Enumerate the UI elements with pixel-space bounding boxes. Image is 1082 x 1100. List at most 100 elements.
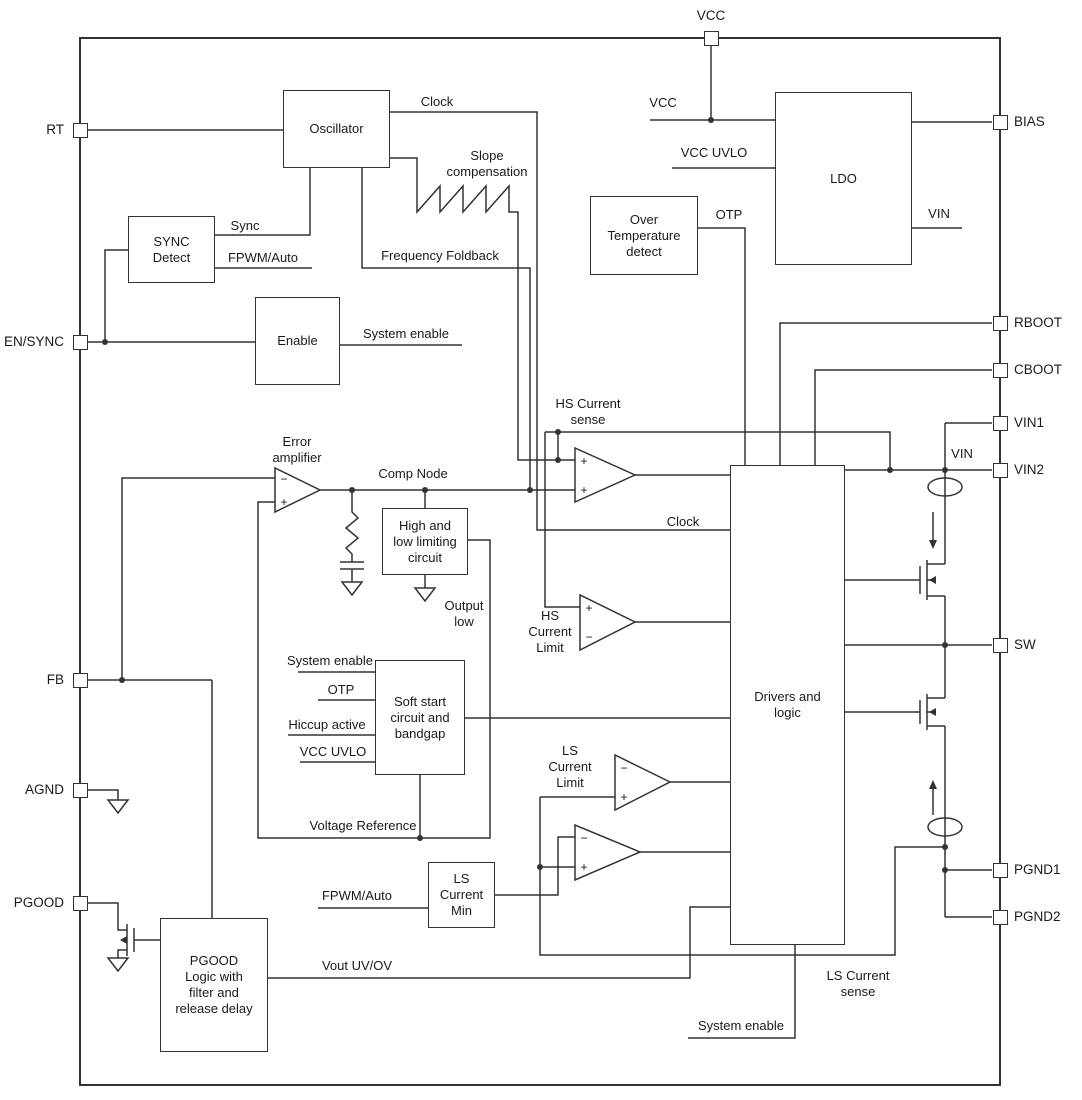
label-clock: Clock — [420, 94, 454, 109]
label-voltage-reference: Voltage Reference — [309, 818, 417, 833]
hs-current-limit-comparator-symbol — [579, 593, 637, 652]
label-vout-uv-ov: Vout UV/OV — [321, 958, 393, 973]
pin-pgnd1-pad — [993, 863, 1008, 878]
block-high-low-limit: High and low limiting circuit — [382, 508, 468, 575]
label-vin-rail: VIN — [951, 446, 973, 461]
amplifier-symbols — [274, 446, 672, 882]
error-amp-plus-sign: + — [280, 495, 288, 509]
label-vcc-uvlo-ldo: VCC UVLO — [680, 145, 748, 160]
pin-pgood-label: PGOOD — [13, 895, 64, 910]
pin-pgood-pad — [73, 896, 88, 911]
pwm-comparator-symbol — [574, 446, 637, 504]
ls-current-limit-comparator-symbol — [614, 753, 672, 812]
ls-sense-minus-sign: − — [580, 831, 588, 845]
pin-rboot-pad — [993, 316, 1008, 331]
junctions-and-arrows — [102, 117, 948, 944]
label-clock-drivers: Clock — [666, 514, 700, 529]
pin-fb-pad — [73, 673, 88, 688]
pin-fb-label: FB — [46, 672, 64, 687]
label-otp-ss: OTP — [327, 682, 355, 697]
ls-fet-arrow — [929, 708, 936, 716]
pin-bias-label: BIAS — [1014, 114, 1045, 129]
block-oscillator-label: Oscillator — [309, 121, 364, 136]
ls-sense-plus-sign: + — [580, 860, 588, 874]
label-sync: Sync — [230, 218, 260, 233]
label-system-enable-ss: System enable — [287, 653, 373, 668]
hs-current-sense-loop — [927, 477, 963, 497]
ground-icon — [106, 799, 130, 815]
label-vin-ldo: VIN — [928, 206, 950, 221]
error-amp-minus-sign: − — [280, 472, 288, 486]
block-ldo-label: LDO — [830, 170, 857, 186]
pin-vin1-label: VIN1 — [1014, 415, 1045, 430]
block-high-low-limit-label: High and low limiting circuit — [393, 517, 457, 565]
ground-icon — [413, 587, 437, 603]
block-oscillator: Oscillator — [283, 90, 390, 168]
pin-agnd-label: AGND — [24, 782, 64, 797]
label-system-enable-top: System enable — [363, 326, 449, 341]
current-arrow-down — [929, 540, 937, 549]
label-ls-current-limit: LS Current Limit — [548, 743, 592, 790]
pin-pgnd1-label: PGND1 — [1014, 862, 1061, 877]
ls-current-sense-loop — [927, 817, 963, 837]
label-fpwm-auto-top: FPWM/Auto — [227, 250, 299, 265]
block-enable: Enable — [255, 297, 340, 385]
label-output-low: Output low — [444, 598, 484, 629]
label-ls-current-sense: LS Current sense — [826, 968, 890, 999]
pin-vcc-label: VCC — [696, 8, 726, 23]
block-soft-start-label: Soft start circuit and bandgap — [390, 693, 450, 741]
ls-limit-minus-sign: − — [620, 761, 628, 775]
ground-symbols — [106, 581, 437, 973]
pwm-comp-plus-sign: + — [580, 454, 588, 468]
ground-icon — [106, 957, 130, 973]
label-vcc-uvlo-ss: VCC UVLO — [299, 744, 367, 759]
pin-sw-pad — [993, 638, 1008, 653]
pin-rt-label: RT — [46, 122, 64, 137]
ls-limit-plus-sign: + — [620, 790, 628, 804]
pin-vin2-pad — [993, 463, 1008, 478]
label-vcc-ldo: VCC — [649, 95, 677, 110]
block-over-temp: Over Temperature detect — [590, 196, 698, 275]
label-hiccup-active: Hiccup active — [288, 717, 366, 732]
block-drivers-logic: Drivers and logic — [730, 465, 845, 945]
label-system-enable-bottom: System enable — [698, 1018, 784, 1033]
block-sync-detect: SYNC Detect — [128, 216, 215, 283]
block-pgood-logic: PGOOD Logic with filter and release dela… — [160, 918, 268, 1052]
hs-limit-plus-sign: + — [585, 601, 593, 615]
pin-rboot-label: RBOOT — [1014, 315, 1063, 330]
pin-cboot-pad — [993, 363, 1008, 378]
label-comp-node: Comp Node — [378, 466, 448, 481]
pin-rt-pad — [73, 123, 88, 138]
pin-en-sync-pad — [73, 335, 88, 350]
pin-en-sync-label: EN/SYNC — [3, 334, 64, 349]
block-sync-detect-label: SYNC Detect — [152, 233, 191, 265]
hs-fet-arrow — [929, 576, 936, 584]
block-over-temp-label: Over Temperature detect — [607, 211, 681, 259]
label-error-amplifier: Error amplifier — [272, 434, 322, 465]
ls-current-sense-comparator-symbol — [574, 823, 642, 882]
label-frequency-foldback: Frequency Foldback — [381, 248, 499, 263]
pin-agnd-pad — [73, 783, 88, 798]
ground-icon — [340, 581, 364, 597]
pin-vcc-pad — [704, 31, 719, 46]
pin-cboot-label: CBOOT — [1014, 362, 1063, 377]
current-sense-loops — [927, 477, 963, 837]
block-enable-label: Enable — [277, 333, 318, 348]
pin-vin2-label: VIN2 — [1014, 462, 1045, 477]
label-otp-out: OTP — [715, 207, 743, 222]
pin-pgnd2-label: PGND2 — [1014, 909, 1061, 924]
pwm-comp-plus-sign: + — [580, 483, 588, 497]
label-hs-current-sense: HS Current sense — [555, 396, 621, 427]
chip-boundary — [79, 37, 1001, 1086]
pgood-fet-arrow — [120, 936, 127, 944]
label-slope-compensation: Slope compensation — [446, 148, 528, 179]
current-arrow-up — [929, 780, 937, 789]
block-ls-current-min: LS Current Min — [428, 862, 495, 928]
hs-limit-minus-sign: − — [585, 630, 593, 644]
block-drivers-logic-label: Drivers and logic — [754, 689, 821, 720]
pin-sw-label: SW — [1014, 637, 1036, 652]
pin-pgnd2-pad — [993, 910, 1008, 925]
block-ls-current-min-label: LS Current Min — [439, 871, 484, 918]
